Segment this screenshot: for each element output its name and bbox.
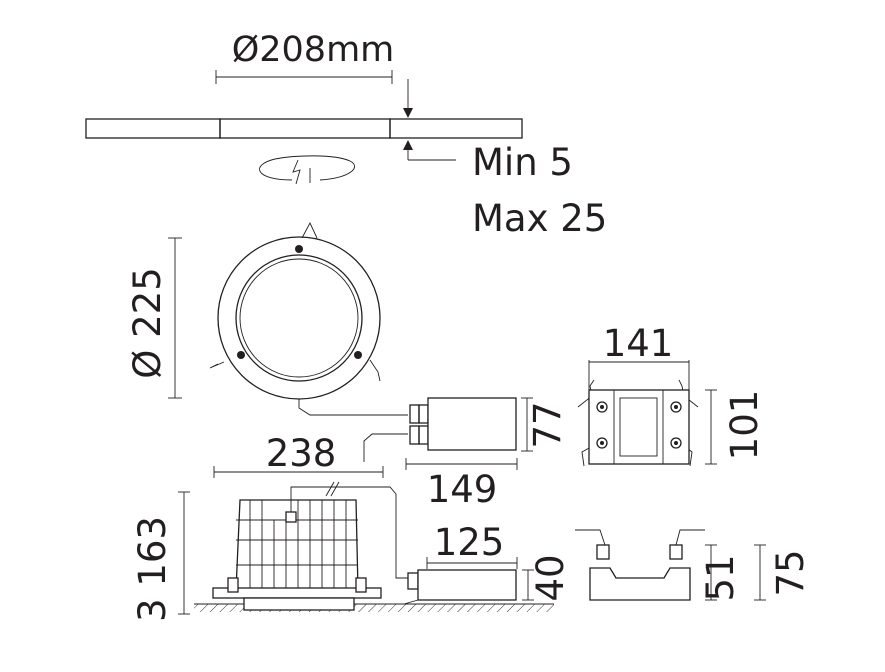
ceiling-board-left [85,118,221,139]
front-diameter-dimension: Ø 225 [126,237,182,399]
driver-side-height-label: 40 [529,554,572,601]
junction-box-depth-label: 101 [723,390,766,461]
junction-box-width-label: 141 [603,322,674,365]
cutout-diameter-label: Ø208mm [232,30,395,70]
driver-side-view [403,569,517,605]
thickness-dimension: Min 5 Max 25 [403,79,607,240]
min-thickness-label: Min 5 [472,141,573,184]
junction-box-body [588,389,690,465]
driver-body [427,397,517,451]
luminaire-front-view [209,221,381,400]
heatsink [235,499,359,591]
trim-lip [243,597,355,611]
rotation-icon [259,155,356,185]
junction-box-side-body [589,567,691,601]
max-thickness-label: Max 25 [472,197,607,240]
driver-length-label: 149 [427,468,498,511]
junction-box-height-a-label: 51 [699,554,742,601]
screw [295,245,303,253]
trim-ring-inner [235,254,363,382]
lens [239,258,359,378]
screw [237,351,245,359]
driver-top-dimensions: 149 77 [405,397,569,511]
ceiling-board-right [389,118,523,139]
ceiling-section [85,118,523,139]
luminaire-diameter-label: Ø 225 [126,267,169,379]
junction-box-side-view [575,529,705,601]
driver-height-label: 77 [526,401,569,448]
cable [298,399,408,416]
driver-side-body [417,569,517,601]
driver-top-view [409,397,517,451]
ceiling-surface [194,604,554,612]
cutout-opening [219,118,391,139]
luminaire-height-dimension: 3 163 [131,491,190,622]
driver-side-dimensions: 125 40 [426,521,572,602]
junction-box-side-dimensions: 51 75 [699,544,812,602]
driver-side-length-label: 125 [434,521,505,564]
junction-box-height-b-label: 75 [769,549,812,596]
luminaire-width-dimension: 238 [213,432,384,478]
trim-ring-outer [217,236,381,400]
luminaire-side-view [212,481,408,611]
luminaire-width-label: 238 [266,432,337,475]
junction-box-top-view: 141 101 [577,322,766,467]
cable [363,433,408,462]
screw [354,351,362,359]
cable [290,486,408,579]
cutout-dimension: Ø208mm [215,30,395,84]
luminaire-height-label: 3 163 [131,516,174,622]
